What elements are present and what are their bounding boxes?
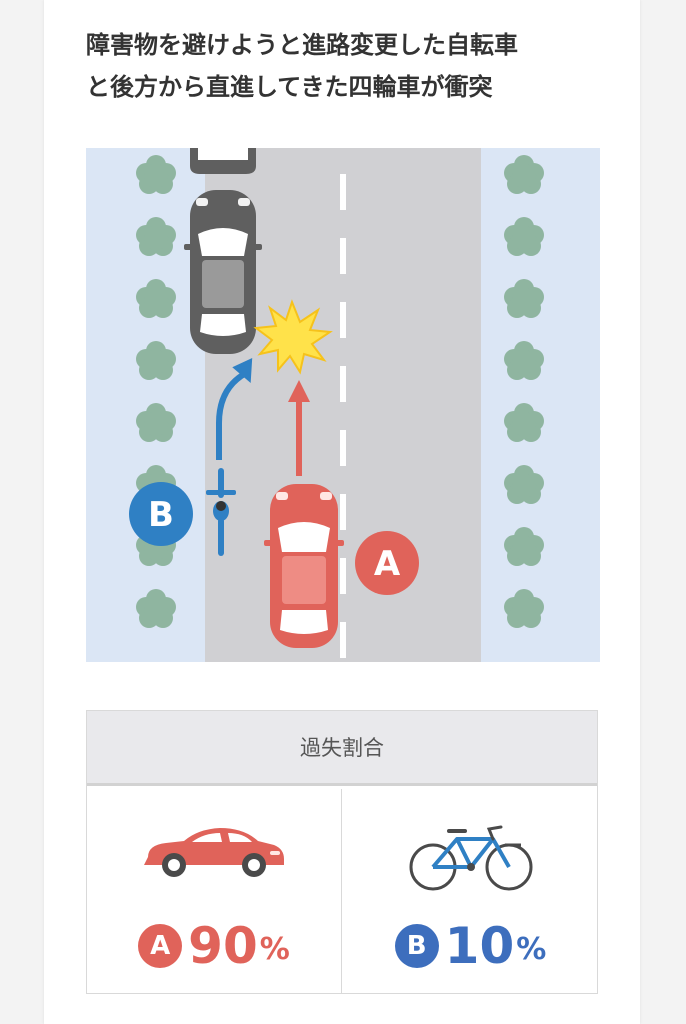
fault-ratio-table: 過失割合 A 90 % B 10	[86, 710, 598, 994]
party-a-percentage: 90	[188, 921, 258, 971]
title-line-2: と後方から直進してきた四輪車が衝突	[86, 66, 606, 108]
label-b-text: B	[148, 495, 174, 535]
party-a-percent-sign: %	[260, 932, 290, 967]
page-title: 障害物を避けようと進路変更した自転車 と後方から直進してきた四輪車が衝突	[86, 24, 606, 108]
fault-ratio-header: 過失割合	[87, 711, 597, 786]
party-b-cell: B 10 %	[343, 789, 598, 993]
right-sidewalk	[481, 148, 600, 662]
other-car-icon	[184, 190, 262, 354]
party-b-badge: B	[395, 924, 439, 968]
party-a-ratio: A 90 %	[87, 921, 341, 971]
bicycle-icon	[409, 823, 533, 893]
label-b-badge: B	[129, 482, 193, 546]
car-a-icon	[264, 484, 344, 648]
car-icon	[140, 823, 288, 879]
title-line-1: 障害物を避けようと進路変更した自転車	[86, 24, 606, 66]
label-a-text: A	[374, 544, 401, 584]
party-a-badge: A	[138, 924, 182, 968]
party-b-percentage: 10	[445, 921, 515, 971]
party-b-percent-sign: %	[516, 932, 546, 967]
party-a-cell: A 90 %	[87, 789, 342, 993]
accident-diagram: B A	[86, 148, 600, 662]
label-a-badge: A	[355, 531, 419, 595]
accident-diagram-svg: B A	[86, 148, 600, 662]
other-car-icon	[190, 148, 256, 174]
party-b-ratio: B 10 %	[343, 921, 598, 971]
